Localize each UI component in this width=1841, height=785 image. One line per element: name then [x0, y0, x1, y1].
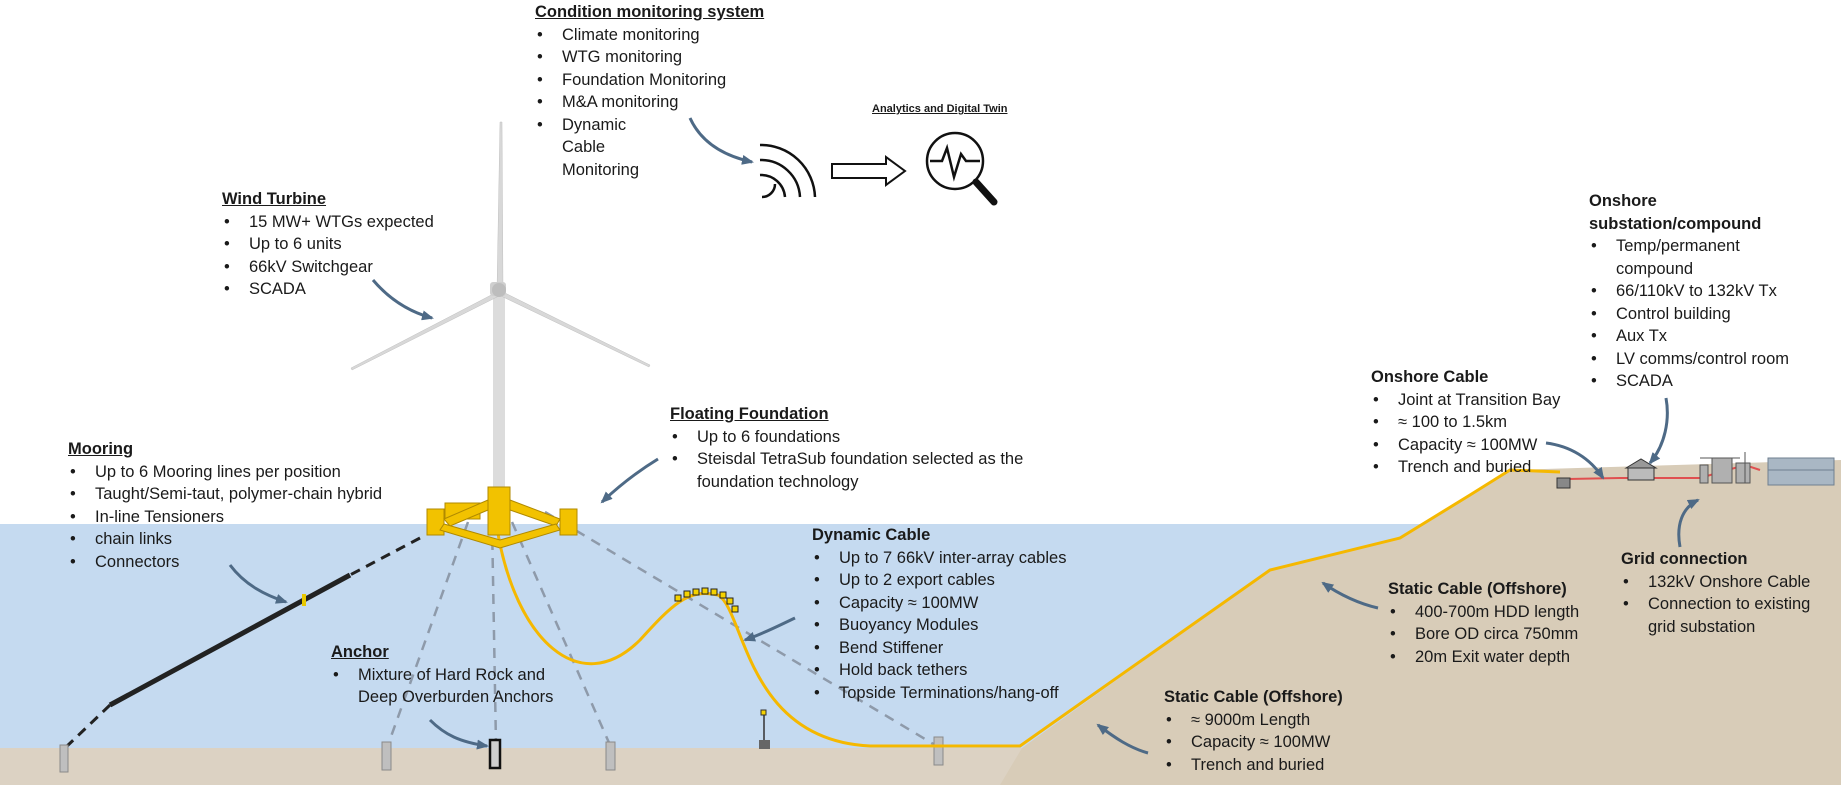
floating-foundation-title: Floating Foundation	[670, 405, 829, 423]
dynamic-cable-title: Dynamic Cable	[812, 526, 931, 544]
dc-item-1: Up to 2 export cables	[812, 569, 1112, 592]
dc-item-6: Topside Terminations/hang-off	[812, 682, 1112, 705]
buoyancy-modules	[674, 587, 739, 613]
hub	[492, 283, 506, 297]
sc1-item-0: ≈ 9000m Length	[1164, 709, 1384, 732]
mooring-item-1: Taught/Semi-taut, polymer-chain hybrid	[68, 483, 448, 506]
onshore-cable-title: Onshore Cable	[1371, 368, 1489, 386]
static-cable-2-title: Static Cable (Offshore)	[1388, 580, 1567, 598]
sc2-item-2: 20m Exit water depth	[1388, 646, 1608, 669]
wind-turbine-title: Wind Turbine	[222, 190, 327, 208]
anchors	[59, 736, 944, 773]
mooring-title: Mooring	[68, 440, 134, 458]
sc2-item-1: Bore OD circa 750mm	[1388, 623, 1608, 646]
grid-connection-block: Grid connection 132kV Onshore Cable Conn…	[1621, 548, 1836, 638]
static-cable-offshore-block-1: Static Cable (Offshore) ≈ 9000m Length C…	[1164, 686, 1384, 776]
oc-item-1: ≈ 100 to 1.5km	[1371, 411, 1601, 434]
oc-item-0: Joint at Transition Bay	[1371, 389, 1601, 412]
sc1-item-1: Capacity ≈ 100MW	[1164, 731, 1384, 754]
grid-connection-title: Grid connection	[1621, 550, 1748, 568]
os-item-3: Aux Tx	[1589, 325, 1834, 348]
mooring-item-3: chain links	[68, 528, 448, 551]
dc-item-4: Bend Stiffener	[812, 637, 1112, 660]
static-cable-offshore-block-2: Static Cable (Offshore) 400-700m HDD len…	[1388, 578, 1608, 668]
condition-monitoring-title: Condition monitoring system	[535, 3, 765, 21]
switchyard	[1699, 452, 1751, 484]
oc-item-2: Capacity ≈ 100MW	[1371, 434, 1601, 457]
anchor-title: Anchor	[331, 643, 389, 661]
wind-turbine-block: Wind Turbine 15 MW+ WTGs expected Up to …	[222, 188, 462, 301]
gc-item-0: 132kV Onshore Cable	[1621, 571, 1836, 594]
mooring-item-0: Up to 6 Mooring lines per position	[68, 461, 448, 484]
oc-item-3: Trench and buried	[1371, 456, 1601, 479]
onshore-substation-block: Onshore substation/compound Temp/permane…	[1589, 190, 1834, 393]
onshore-substation-title: Onshore substation/compound	[1589, 192, 1762, 233]
os-item-0: Temp/permanent compound	[1589, 235, 1756, 280]
dc-item-2: Capacity ≈ 100MW	[812, 592, 1112, 615]
anchor-item-0: Mixture of Hard Rock and Deep Overburden…	[331, 664, 558, 709]
wt-item-1: Up to 6 units	[222, 233, 462, 256]
tether-clump	[759, 740, 770, 749]
analytics-title: Analytics and Digital Twin	[872, 103, 1008, 115]
wt-item-0: 15 MW+ WTGs expected	[222, 211, 462, 234]
os-item-5: SCADA	[1589, 370, 1834, 393]
hollow-arrow-icon	[831, 155, 907, 187]
os-item-2: Control building	[1589, 303, 1834, 326]
transition-joint-bay	[1556, 477, 1571, 489]
anchor-block: Anchor Mixture of Hard Rock and Deep Ove…	[331, 641, 571, 709]
mooring-item-4: Connectors	[68, 551, 448, 574]
signal-waves-icon	[759, 143, 817, 199]
tether-float	[760, 709, 767, 716]
dc-item-5: Hold back tethers	[812, 659, 1112, 682]
os-item-4: LV comms/control room	[1589, 348, 1834, 371]
cm-item-wtg: WTG monitoring	[535, 46, 795, 69]
inline-tensioner	[302, 594, 306, 606]
dc-item-0: Up to 7 66kV inter-array cables	[812, 547, 1112, 570]
grid-substation-building	[1767, 457, 1835, 486]
sc1-item-2: Trench and buried	[1164, 754, 1384, 777]
wt-item-3: SCADA	[222, 278, 462, 301]
floating-foundation	[426, 486, 578, 549]
dc-item-3: Buoyancy Modules	[812, 614, 1112, 637]
cm-item-climate: Climate monitoring	[535, 24, 795, 47]
floating-foundation-block: Floating Foundation Up to 6 foundations …	[670, 403, 1070, 493]
condition-monitoring-block: Condition monitoring system Climate moni…	[535, 1, 795, 181]
analytics-magnifier-icon	[925, 131, 998, 206]
onshore-cable-block: Onshore Cable Joint at Transition Bay ≈ …	[1371, 366, 1601, 479]
mooring-item-2: In-line Tensioners	[68, 506, 448, 529]
gc-item-1: Connection to existing grid substation	[1621, 593, 1828, 638]
ff-item-0: Up to 6 foundations	[670, 426, 1070, 449]
cm-item-dynamic-cable: Dynamic Cable Monitoring	[535, 114, 662, 182]
dynamic-cable-block: Dynamic Cable Up to 7 66kV inter-array c…	[812, 524, 1112, 704]
cm-item-foundation: Foundation Monitoring	[535, 69, 795, 92]
turbine-tower	[493, 290, 505, 530]
substation-building	[1624, 458, 1658, 481]
mooring-block: Mooring Up to 6 Mooring lines per positi…	[68, 438, 448, 573]
static-cable-1-title: Static Cable (Offshore)	[1164, 688, 1343, 706]
ff-item-1: Steisdal TetraSub foundation selected as…	[670, 448, 1047, 493]
wt-item-2: 66kV Switchgear	[222, 256, 462, 279]
os-item-1: 66/110kV to 132kV Tx	[1589, 280, 1834, 303]
sc2-item-0: 400-700m HDD length	[1388, 601, 1608, 624]
cm-item-ma: M&A monitoring	[535, 91, 795, 114]
